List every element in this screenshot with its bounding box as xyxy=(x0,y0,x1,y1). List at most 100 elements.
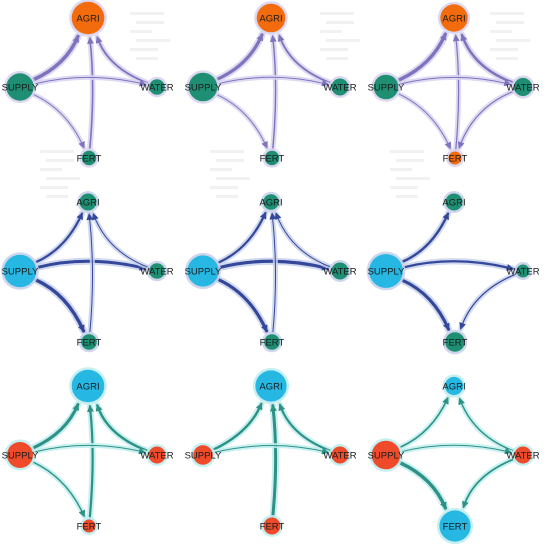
edge-supply-fert xyxy=(34,278,86,333)
edge-supply-water xyxy=(400,444,512,455)
node-circle xyxy=(71,1,105,35)
node-supply[interactable]: SUPPLY xyxy=(185,70,222,104)
node-fert[interactable]: FERT xyxy=(260,515,285,537)
node-supply[interactable]: SUPPLY xyxy=(368,72,405,102)
node-supply[interactable]: SUPPLY xyxy=(185,252,222,290)
node-circle xyxy=(193,445,213,465)
node-fert[interactable]: FERT xyxy=(436,507,474,545)
node-circle xyxy=(444,376,464,396)
node-fert[interactable]: FERT xyxy=(443,329,468,355)
node-agri[interactable]: AGRI xyxy=(69,367,107,405)
node-agri[interactable]: AGRI xyxy=(252,367,290,405)
node-circle xyxy=(81,150,97,166)
node-fert[interactable]: FERT xyxy=(260,331,285,353)
edge-supply-agri xyxy=(217,211,267,264)
node-label: WATER xyxy=(506,266,539,277)
node-label: SUPPLY xyxy=(2,82,39,93)
nodes: AGRI SUPPLY WATER FERT xyxy=(2,367,174,535)
edge-glow-supply-agri xyxy=(213,31,266,83)
node-water[interactable]: WATER xyxy=(323,76,357,98)
edges xyxy=(214,209,334,336)
node-supply[interactable]: SUPPLY xyxy=(2,439,39,471)
node-circle xyxy=(149,263,165,279)
node-supply[interactable]: SUPPLY xyxy=(185,442,222,468)
node-fert[interactable]: FERT xyxy=(77,331,102,353)
edges xyxy=(29,32,152,153)
node-label: AGRI xyxy=(259,381,282,392)
node-label: SUPPLY xyxy=(368,266,405,277)
node-agri[interactable]: AGRI xyxy=(442,191,466,213)
edge-supply-agri xyxy=(34,212,84,264)
edge-glow-supply-fert xyxy=(398,276,453,333)
network-panel-5: AGRI SUPPLY WATER FERT xyxy=(185,191,357,353)
node-supply[interactable]: SUPPLY xyxy=(1,252,39,290)
edge-supply-fert xyxy=(397,93,452,150)
network-panel-2: AGRI SUPPLY WATER FERT xyxy=(185,1,357,168)
edge-supply-agri xyxy=(215,33,264,81)
edge-supply-agri xyxy=(401,212,450,264)
edge-supply-water xyxy=(34,76,147,87)
edge-glow-supply-agri xyxy=(397,395,451,451)
node-water[interactable]: WATER xyxy=(506,444,540,466)
node-circle xyxy=(373,74,399,100)
edge-supply-agri xyxy=(396,32,447,83)
edges xyxy=(394,30,517,154)
node-water[interactable]: WATER xyxy=(140,76,174,98)
edge-glow-water-fert xyxy=(460,456,517,510)
node-supply[interactable]: SUPPLY xyxy=(366,251,406,291)
node-label: FERT xyxy=(260,153,285,164)
node-supply[interactable]: SUPPLY xyxy=(368,438,405,472)
node-water[interactable]: WATER xyxy=(323,260,357,282)
node-agri[interactable]: AGRI xyxy=(69,0,107,37)
node-circle xyxy=(445,193,463,211)
edge-supply-fert xyxy=(32,93,85,149)
node-label: FERT xyxy=(77,337,102,348)
node-label: WATER xyxy=(323,450,356,461)
node-circle xyxy=(79,193,97,211)
node-circle xyxy=(149,79,165,95)
node-label: AGRI xyxy=(76,381,99,392)
edge-fert-agri xyxy=(87,36,95,151)
node-fert[interactable]: FERT xyxy=(77,517,102,535)
node-supply[interactable]: SUPPLY xyxy=(2,70,39,104)
node-label: AGRI xyxy=(76,197,99,208)
node-circle xyxy=(369,254,403,288)
edge-glow-supply-agri xyxy=(32,210,86,266)
node-label: WATER xyxy=(323,266,356,277)
edge-glow-supply-fert xyxy=(30,91,87,150)
node-circle xyxy=(331,262,349,280)
node-water[interactable]: WATER xyxy=(140,444,174,466)
node-agri[interactable]: AGRI xyxy=(76,191,100,213)
node-water[interactable]: WATER xyxy=(506,262,540,280)
node-circle xyxy=(513,77,533,97)
node-fert[interactable]: FERT xyxy=(443,149,468,167)
node-label: FERT xyxy=(77,521,102,532)
edge-glow-supply-agri xyxy=(29,32,82,84)
node-agri[interactable]: AGRI xyxy=(442,374,466,398)
node-water[interactable]: WATER xyxy=(506,75,540,99)
edge-glow-supply-agri xyxy=(209,400,265,453)
edge-supply-water xyxy=(218,259,330,271)
node-water[interactable]: WATER xyxy=(323,444,357,466)
node-water[interactable]: WATER xyxy=(140,260,174,282)
node-circle xyxy=(82,519,96,533)
nodes: AGRI SUPPLY WATER FERT xyxy=(368,1,540,167)
network-panel-8: AGRI SUPPLY WATER FERT xyxy=(185,367,357,537)
node-agri[interactable]: AGRI xyxy=(437,1,471,35)
node-fert[interactable]: FERT xyxy=(77,148,102,168)
node-label: FERT xyxy=(443,337,468,348)
node-agri[interactable]: AGRI xyxy=(259,191,283,213)
node-agri[interactable]: AGRI xyxy=(254,1,288,35)
node-label: AGRI xyxy=(259,13,282,24)
node-label: SUPPLY xyxy=(2,450,39,461)
node-label: AGRI xyxy=(442,381,465,392)
node-label: WATER xyxy=(506,450,539,461)
edge-glow-supply-agri xyxy=(399,210,452,266)
edge-water-agri xyxy=(274,212,332,268)
node-fert[interactable]: FERT xyxy=(260,148,285,168)
node-label: FERT xyxy=(260,337,285,348)
node-circle xyxy=(6,73,34,101)
nodes: AGRI SUPPLY WATER FERT xyxy=(185,367,357,537)
